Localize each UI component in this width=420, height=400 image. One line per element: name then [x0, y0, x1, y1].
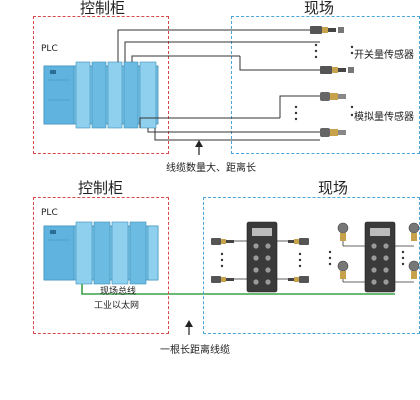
top-arrow-icon: [195, 140, 203, 155]
analog-sensor-icon: [320, 128, 346, 137]
switch-sensor-icon: [310, 26, 344, 34]
switch-sensor-icon: [277, 276, 309, 283]
analog-sensor-icon: [337, 260, 365, 283]
top-analog-sensor-label: 模拟量传感器: [354, 112, 414, 123]
top-plc-rack: [43, 61, 159, 129]
top-switch-sensor-label: 开关量传感器: [354, 50, 414, 61]
analog-sensor-icon: [320, 92, 346, 101]
bottom-caption: 一根长距离线缆: [160, 345, 230, 356]
analog-sensor-icon: [337, 222, 365, 247]
bottom-arrow-icon: [185, 320, 193, 335]
top-cables: [117, 29, 340, 141]
top-caption: 线缆数量大、距离长: [166, 163, 256, 174]
bottom-plc-label: PLC: [41, 208, 58, 218]
bottom-cabinet-box: [33, 197, 169, 334]
remote-io-module-icon: [246, 221, 278, 293]
analog-sensor-icon: [395, 222, 420, 247]
top-cabinet-title: 控制柜: [80, 0, 126, 17]
bus-label-line2: 工业以太网: [94, 301, 140, 311]
switch-sensor-icon: [211, 238, 247, 245]
bus-label-line1: 现场总线: [100, 287, 137, 297]
bus-line: [81, 284, 395, 295]
bottom-field-box: [203, 197, 420, 334]
top-plc-label: PLC: [41, 44, 58, 54]
top-analog-sensors: [294, 92, 354, 137]
top-switch-sensors: [310, 26, 354, 74]
switch-sensor-icon: [320, 66, 354, 74]
switch-sensor-icon: [211, 276, 247, 283]
bottom-field-title: 现场: [318, 179, 349, 197]
remote-io-module-icon: [364, 221, 396, 293]
top-field-title: 现场: [304, 0, 335, 17]
bottom-cabinet-title: 控制柜: [78, 179, 124, 197]
switch-sensor-icon: [277, 238, 309, 245]
bottom-plc-rack: [43, 221, 159, 285]
top-cabinet-box: [33, 16, 169, 154]
analog-sensor-icon: [395, 260, 420, 283]
